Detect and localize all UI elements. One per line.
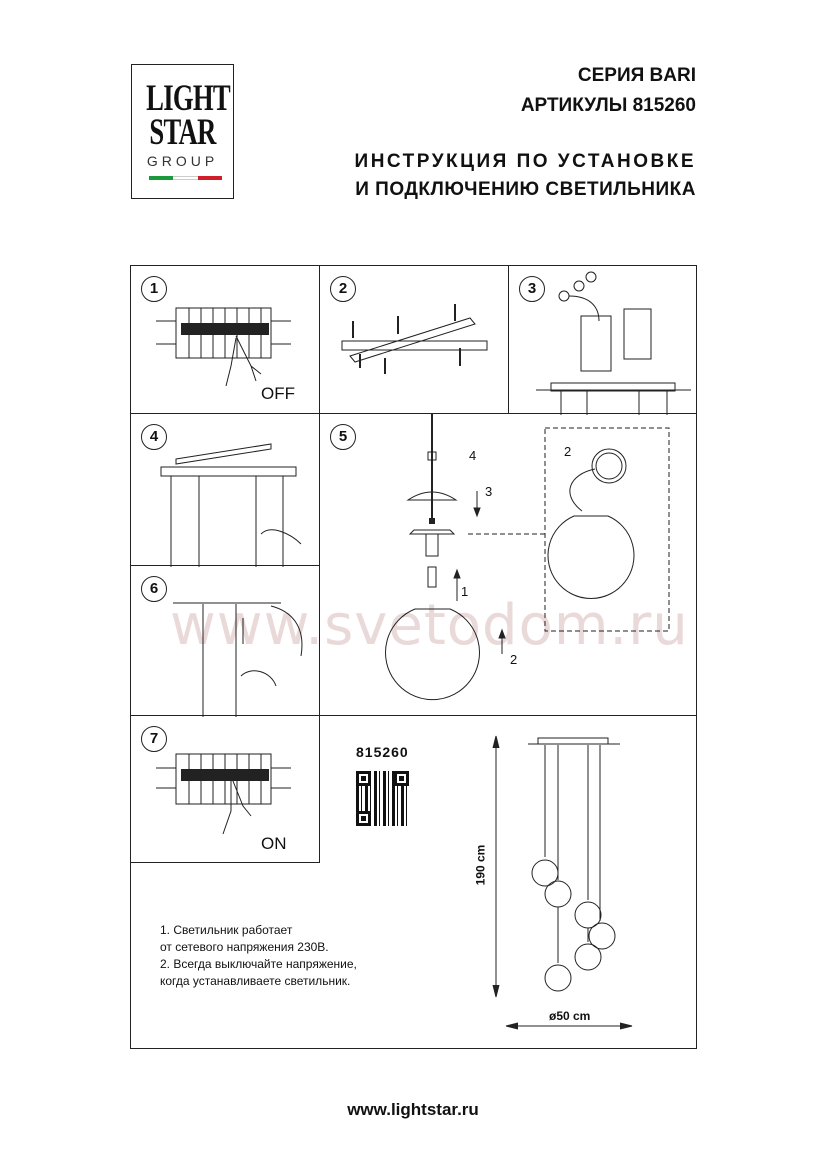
- articles-title: АРТИКУЛЫ 815260: [520, 95, 696, 116]
- series-title: СЕРИЯ BARI: [577, 65, 696, 86]
- safety-notes: 1. Светильник работает от сетевого напря…: [160, 922, 357, 990]
- arrow-label-4: 4: [469, 448, 477, 463]
- step-number: 7: [141, 726, 167, 752]
- breaker-panel-icon: [156, 753, 291, 835]
- note-line: от сетевого напряжения 230В.: [160, 940, 329, 954]
- shade-assembly-icon: [385, 414, 670, 701]
- italian-flag-icon: [149, 176, 222, 180]
- step-number: 5: [330, 424, 356, 450]
- instruction-title-line1: ИНСТРУКЦИЯ ПО УСТАНОВКЕ: [354, 151, 696, 172]
- step-7-panel: 7 ON: [130, 715, 320, 863]
- bracket-install-icon: [160, 443, 302, 567]
- on-label: ON: [261, 834, 287, 853]
- arrow-label-3: 3: [485, 484, 493, 499]
- step-2-panel: 2: [319, 265, 509, 414]
- arrow-label-2: 2: [510, 652, 518, 667]
- step-number: 1: [141, 276, 167, 302]
- arrow-label-1: 1: [461, 584, 469, 599]
- note-line: 1. Светильник работает: [160, 923, 293, 937]
- instruction-title-line2: И ПОДКЛЮЧЕНИЮ СВЕТИЛЬНИКА: [355, 179, 696, 200]
- mounting-bracket-icon: [341, 304, 488, 374]
- step-6-panel: 6: [130, 565, 320, 717]
- logo-text-group: GROUP: [146, 153, 219, 169]
- step-number: 6: [141, 576, 167, 602]
- note-line: 2. Всегда выключайте напряжение,: [160, 957, 357, 971]
- off-label: OFF: [261, 384, 295, 403]
- height-dimension: 190 cm: [473, 844, 488, 886]
- step-1-panel: 1 OFF: [130, 265, 320, 414]
- detail-label-2: 2: [564, 444, 572, 459]
- note-line: когда устанавливаете светильник.: [160, 974, 351, 988]
- breaker-panel-icon: [156, 307, 291, 387]
- step-5-panel: 5 4 3 1 2 2: [319, 413, 697, 716]
- website-link[interactable]: www.lightstar.ru: [347, 1100, 479, 1119]
- step-number: 3: [519, 276, 545, 302]
- step-number: 4: [141, 424, 167, 450]
- step-4-panel: 4: [130, 413, 320, 567]
- diameter-dimension: ø50 cm: [549, 1009, 591, 1023]
- logo-text-light: LIGHT: [146, 78, 230, 119]
- logo-text-star: STAR: [149, 112, 216, 153]
- step-number: 2: [330, 276, 356, 302]
- qr-code-icon[interactable]: [356, 771, 409, 826]
- height-adjust-icon: [173, 602, 303, 717]
- wiring-connection-icon: [536, 271, 691, 415]
- lightstar-logo: LIGHT STAR GROUP: [131, 64, 234, 199]
- step-3-panel: 3: [508, 265, 697, 415]
- article-number: 815260: [356, 744, 409, 760]
